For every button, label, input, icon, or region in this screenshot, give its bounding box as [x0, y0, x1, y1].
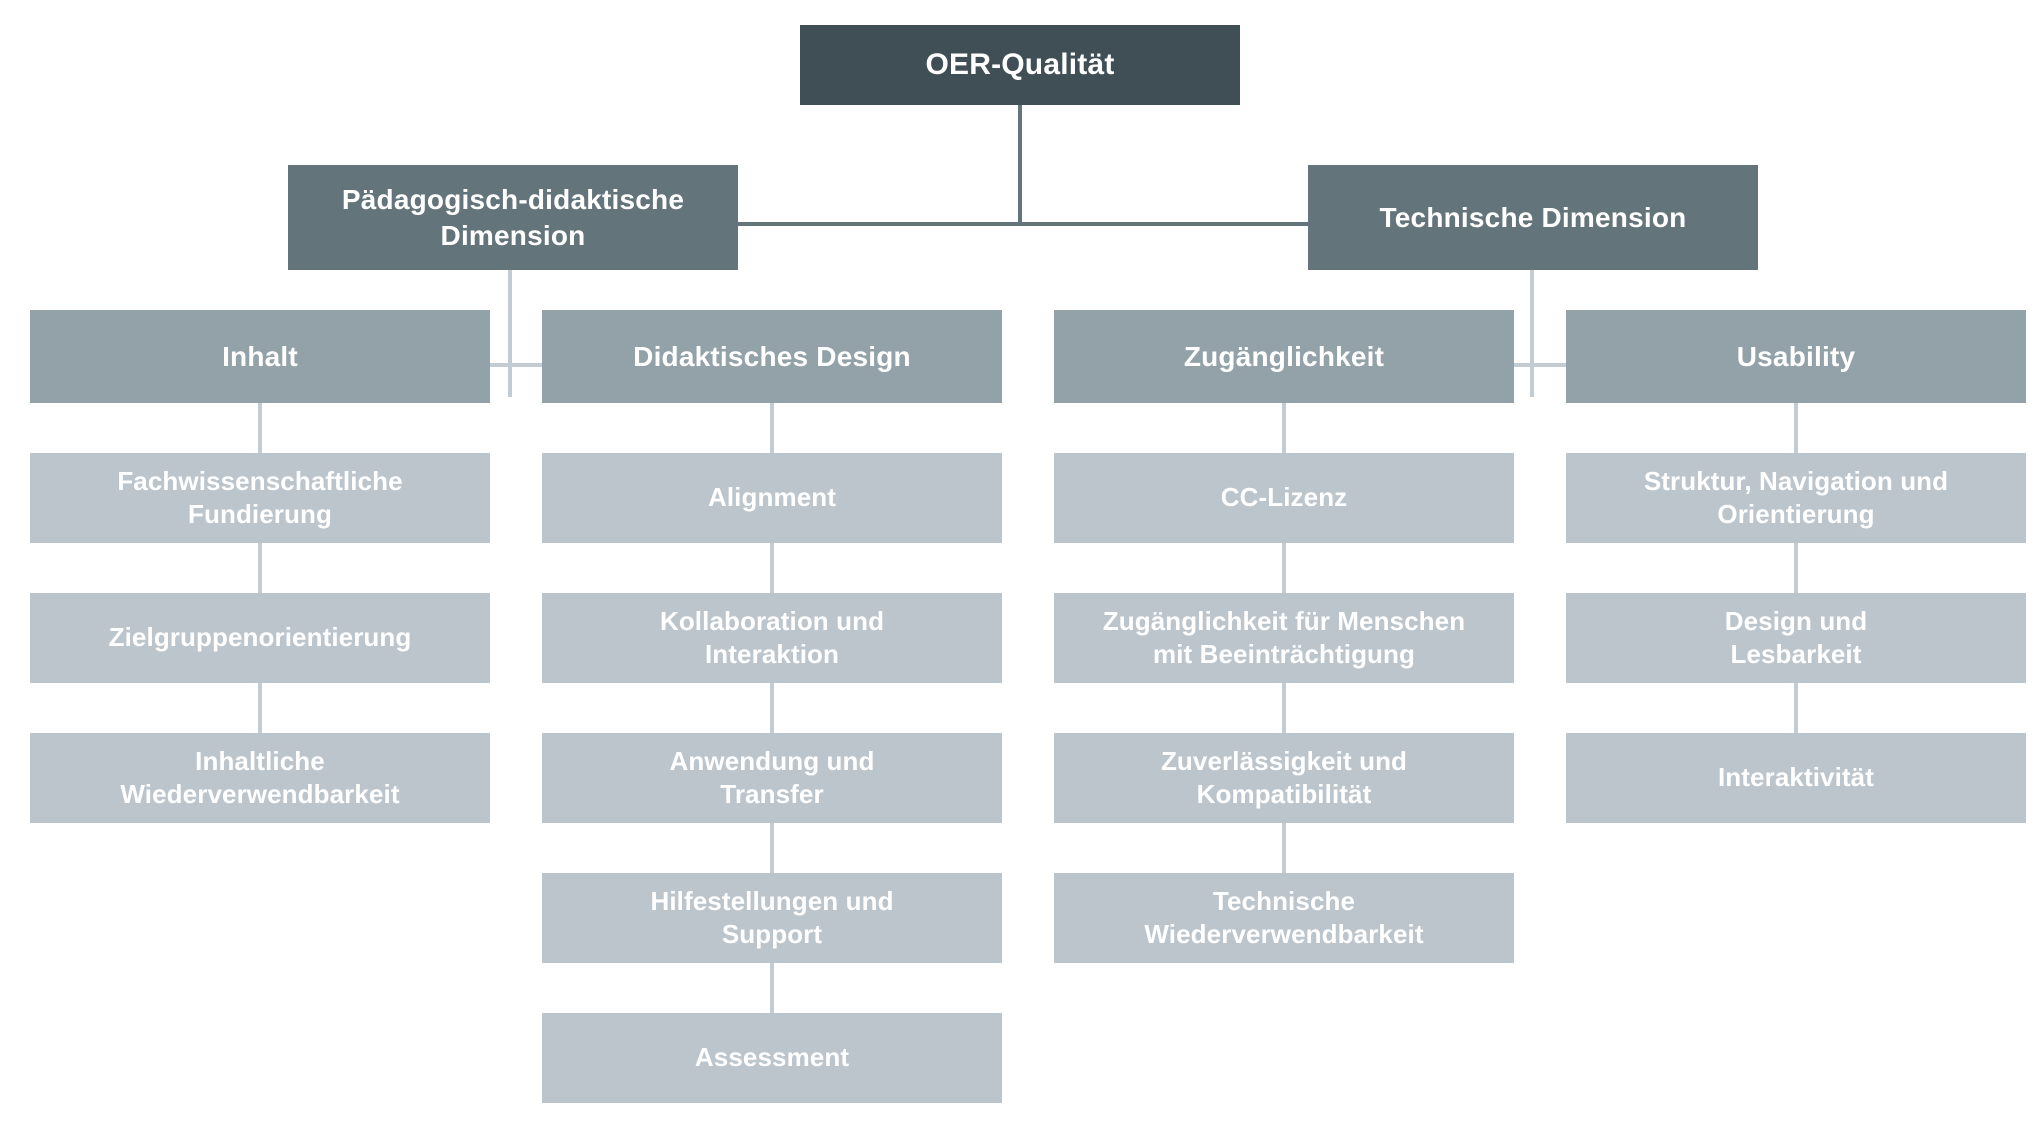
connector-paed-to-didaktisches-design — [508, 363, 566, 367]
node-label: Inhalt — [222, 340, 298, 372]
node-paedagogisch-didaktische-dimension[interactable]: Pädagogisch-didaktische Dimension — [288, 165, 738, 270]
connector-column-didaktisches-design — [770, 963, 774, 1013]
node-label: Technische Dimension — [1379, 201, 1687, 233]
node-label: Struktur, Navigation und Orientierung — [1643, 465, 1949, 529]
node-label: Zugänglichkeit für Menschen mit Beeinträ… — [1102, 605, 1466, 669]
node-struktur-navigation-und-orientierung[interactable]: Struktur, Navigation und Orientierung — [1566, 453, 2026, 543]
node-design-und-lesbarkeit[interactable]: Design und Lesbarkeit — [1566, 593, 2026, 683]
node-hilfestellungen-und-support[interactable]: Hilfestellungen und Support — [542, 873, 1002, 963]
node-label: Zuverlässigkeit und Kompatibilität — [1160, 745, 1408, 809]
node-alignment[interactable]: Alignment — [542, 453, 1002, 543]
node-label: Kollaboration und Interaktion — [659, 605, 885, 669]
node-label: Alignment — [707, 482, 836, 513]
node-label: Didaktisches Design — [633, 340, 911, 372]
node-label: Fachwissenschaftliche Fundierung — [117, 465, 403, 529]
connector-column-zugaenglichkeit — [1282, 543, 1286, 593]
connector-column-usability — [1794, 683, 1798, 733]
node-zugaenglichkeit-fuer-menschen-mit-beeintraechtigung[interactable]: Zugänglichkeit für Menschen mit Beeinträ… — [1054, 593, 1514, 683]
connector-column-zugaenglichkeit — [1282, 683, 1286, 733]
node-label: Zielgruppenorientierung — [108, 622, 412, 653]
node-fachwissenschaftliche-fundierung[interactable]: Fachwissenschaftliche Fundierung — [30, 453, 490, 543]
node-label: Interaktivität — [1717, 762, 1874, 793]
connector-column-didaktisches-design — [770, 543, 774, 593]
connector-column-usability — [1794, 403, 1798, 453]
connector-paed-vertical — [508, 267, 512, 397]
node-technische-dimension[interactable]: Technische Dimension — [1308, 165, 1758, 270]
node-usability[interactable]: Usability — [1566, 310, 2026, 403]
node-zielgruppenorientierung[interactable]: Zielgruppenorientierung — [30, 593, 490, 683]
connector-column-inhalt — [258, 403, 262, 453]
connector-root-vertical — [1018, 104, 1022, 224]
node-cc-lizenz[interactable]: CC-Lizenz — [1054, 453, 1514, 543]
node-label: Assessment — [694, 1042, 850, 1073]
connector-column-zugaenglichkeit — [1282, 403, 1286, 453]
connector-column-didaktisches-design — [770, 683, 774, 733]
node-label: Anwendung und Transfer — [669, 745, 875, 809]
node-label: Pädagogisch-didaktische Dimension — [341, 183, 685, 251]
node-technische-wiederverwendbarkeit[interactable]: Technische Wiederverwendbarkeit — [1054, 873, 1514, 963]
node-label: Technische Wiederverwendbarkeit — [1144, 885, 1424, 949]
node-label: Design und Lesbarkeit — [1724, 605, 1868, 669]
node-label: Inhaltliche Wiederverwendbarkeit — [120, 745, 400, 809]
node-label: OER-Qualität — [925, 47, 1115, 81]
connector-tech-vertical — [1530, 267, 1534, 397]
connector-column-inhalt — [258, 543, 262, 593]
connector-column-usability — [1794, 543, 1798, 593]
connector-column-zugaenglichkeit — [1282, 823, 1286, 873]
node-assessment[interactable]: Assessment — [542, 1013, 1002, 1103]
node-oer-qualitaet[interactable]: OER-Qualität — [800, 25, 1240, 105]
node-kollaboration-und-interaktion[interactable]: Kollaboration und Interaktion — [542, 593, 1002, 683]
node-didaktisches-design[interactable]: Didaktisches Design — [542, 310, 1002, 403]
node-label: Zugänglichkeit — [1183, 340, 1385, 372]
connector-column-inhalt — [258, 683, 262, 733]
node-label: Hilfestellungen und Support — [650, 885, 894, 949]
node-zuverlaessigkeit-und-kompatibilitaet[interactable]: Zuverlässigkeit und Kompatibilität — [1054, 733, 1514, 823]
connector-column-didaktisches-design — [770, 823, 774, 873]
node-interaktivitaet[interactable]: Interaktivität — [1566, 733, 2026, 823]
connector-column-didaktisches-design — [770, 403, 774, 453]
node-label: Usability — [1736, 340, 1856, 372]
node-anwendung-und-transfer[interactable]: Anwendung und Transfer — [542, 733, 1002, 823]
connector-dimension-horizontal — [738, 222, 1308, 226]
node-inhalt[interactable]: Inhalt — [30, 310, 490, 403]
node-label: CC-Lizenz — [1220, 482, 1348, 513]
node-zugaenglichkeit[interactable]: Zugänglichkeit — [1054, 310, 1514, 403]
node-inhaltliche-wiederverwendbarkeit[interactable]: Inhaltliche Wiederverwendbarkeit — [30, 733, 490, 823]
connector-tech-to-usability — [1530, 363, 1588, 367]
